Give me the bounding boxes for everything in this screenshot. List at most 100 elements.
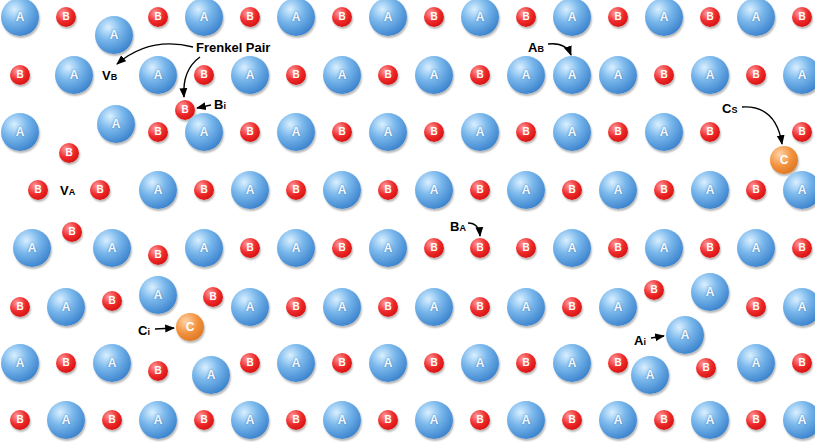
atom-symbol: B <box>614 358 621 368</box>
atom-symbol: A <box>62 301 71 313</box>
atom-symbol: A <box>62 414 71 426</box>
atom-symbol: A <box>614 184 623 196</box>
atom-symbol: A <box>681 329 690 341</box>
atom-symbol: B <box>476 70 483 80</box>
atom-circle: A <box>1 113 39 151</box>
atom-symbol: A <box>660 11 669 23</box>
atom-circle: B <box>654 410 674 430</box>
atom-circle: B <box>608 122 628 142</box>
atom-symbol: B <box>154 250 161 260</box>
atom-symbol: B <box>200 70 207 80</box>
atom-circle: A <box>93 344 131 382</box>
atom-circle: A <box>553 0 591 36</box>
atom-circle: A <box>599 171 637 209</box>
atom-circle: A <box>645 0 683 36</box>
atom-circle: B <box>194 410 214 430</box>
atom-circle: A <box>369 344 407 382</box>
atom-circle: B <box>424 353 444 373</box>
atom-symbol: A <box>430 414 439 426</box>
atom-symbol: A <box>752 357 761 369</box>
atom-circle: B <box>700 238 720 258</box>
atom-symbol: A <box>246 184 255 196</box>
atom-symbol: B <box>650 285 657 295</box>
atom-circle: B <box>10 410 30 430</box>
atom-symbol: A <box>154 414 163 426</box>
atom-symbol: B <box>752 415 759 425</box>
atom-symbol: B <box>292 185 299 195</box>
atom-symbol: A <box>614 301 623 313</box>
atom-circle: B <box>56 7 76 27</box>
atom-symbol: A <box>108 357 117 369</box>
atom-circle: B <box>332 122 352 142</box>
atom-circle: B <box>148 361 168 381</box>
atom-symbol: B <box>200 185 207 195</box>
atom-circle: A <box>553 344 591 382</box>
atom-symbol: A <box>798 414 807 426</box>
atom-symbol: B <box>798 12 805 22</box>
atom-circle: B <box>654 180 674 200</box>
atom-symbol: B <box>154 366 161 376</box>
defect-label: CS <box>722 102 737 115</box>
atom-symbol: B <box>798 358 805 368</box>
atom-circle: C <box>770 146 798 174</box>
atom-circle: B <box>746 65 766 85</box>
leader-arrow <box>548 44 571 55</box>
atom-circle: A <box>691 171 729 209</box>
atom-circle: A <box>231 56 269 94</box>
atom-circle: A <box>691 56 729 94</box>
atom-symbol: A <box>798 69 807 81</box>
atom-circle: A <box>553 56 591 94</box>
atom-symbol: A <box>568 357 577 369</box>
atom-symbol: B <box>476 415 483 425</box>
atom-circle: A <box>783 56 815 94</box>
atom-circle: B <box>792 7 812 27</box>
atom-circle: B <box>608 353 628 373</box>
atom-circle: B <box>644 280 664 300</box>
atom-symbol: B <box>246 358 253 368</box>
atom-circle: B <box>700 122 720 142</box>
atom-circle: B <box>286 297 306 317</box>
atom-symbol: B <box>752 302 759 312</box>
atom-symbol: C <box>780 154 789 166</box>
leader-arrow <box>651 336 664 338</box>
atom-symbol: B <box>246 243 253 253</box>
atom-symbol: B <box>384 302 391 312</box>
atom-symbol: B <box>702 363 709 373</box>
atom-circle: B <box>562 410 582 430</box>
atom-symbol: B <box>660 70 667 80</box>
atom-symbol: A <box>16 11 25 23</box>
atom-symbol: A <box>384 11 393 23</box>
atom-circle: B <box>562 297 582 317</box>
atom-symbol: A <box>660 126 669 138</box>
atom-symbol: B <box>68 227 75 237</box>
atom-symbol: A <box>110 29 119 41</box>
leader-arrow <box>197 105 211 108</box>
atom-circle: B <box>102 410 122 430</box>
atom-circle: B <box>240 238 260 258</box>
atom-circle: B <box>148 245 168 265</box>
atom-symbol: A <box>338 301 347 313</box>
atom-circle: B <box>378 297 398 317</box>
defect-label: Frenkel Pair <box>196 41 270 54</box>
atom-symbol: B <box>338 127 345 137</box>
atom-circle: A <box>277 344 315 382</box>
atom-symbol: A <box>112 118 121 130</box>
atom-symbol: A <box>292 126 301 138</box>
atom-symbol: B <box>706 127 713 137</box>
atom-symbol: B <box>16 70 23 80</box>
atom-symbol: B <box>62 12 69 22</box>
atom-circle: B <box>470 180 490 200</box>
atom-circle: A <box>47 401 85 439</box>
atom-circle: B <box>792 122 812 142</box>
defect-label: VB <box>102 69 117 82</box>
defect-label: BA <box>450 220 466 233</box>
atom-circle: A <box>323 401 361 439</box>
atom-circle: A <box>461 0 499 36</box>
atom-circle: B <box>10 65 30 85</box>
atom-symbol: A <box>522 184 531 196</box>
atom-circle: B <box>792 353 812 373</box>
atom-symbol: A <box>522 414 531 426</box>
atom-circle: B <box>562 180 582 200</box>
atom-symbol: B <box>476 185 483 195</box>
atom-circle: B <box>332 238 352 258</box>
